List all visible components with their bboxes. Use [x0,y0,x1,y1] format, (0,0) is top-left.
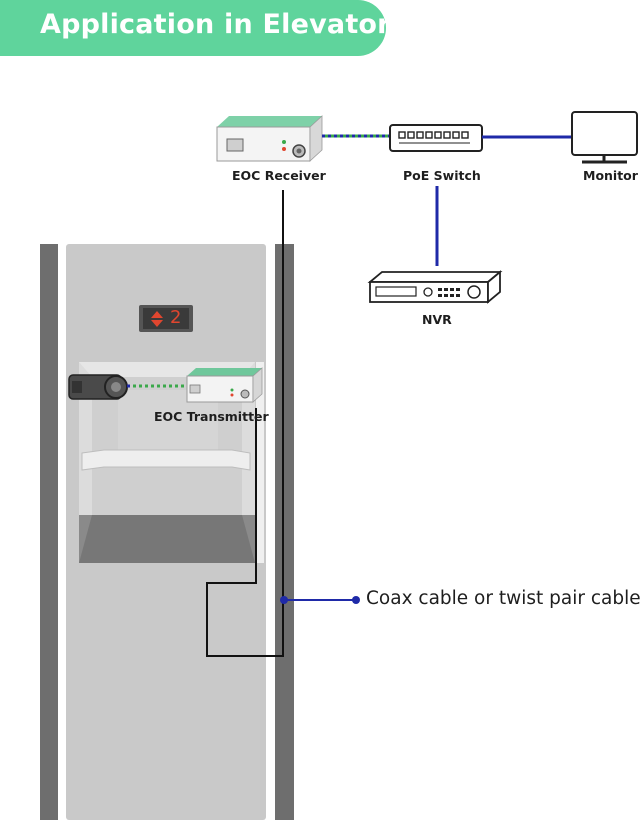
nvr-label: NVR [422,312,452,327]
eoc-receiver-device [216,115,323,162]
left-shaft-wall [40,244,58,820]
monitor-icon [571,111,638,164]
floor-indicator [139,305,193,332]
camera-icon [68,374,128,400]
floor-number: 2 [170,307,182,328]
right-shaft-wall [275,244,294,820]
eoc-receiver-label: EOC Receiver [232,168,326,183]
eoc-transmitter-device [186,367,263,403]
nvr-icon [367,270,503,304]
poe-switch-label: PoE Switch [403,168,481,183]
title-banner [0,0,386,56]
monitor-label: Monitor [583,168,638,183]
eoc-transmitter-label: EOC Transmitter [154,409,269,424]
handrail [81,449,251,471]
poe-switch-icon [389,124,483,152]
cable-label: Coax cable or twist pair cable [366,588,640,609]
coax-cable [206,190,284,657]
page-title: Application in Elevator [40,9,391,40]
